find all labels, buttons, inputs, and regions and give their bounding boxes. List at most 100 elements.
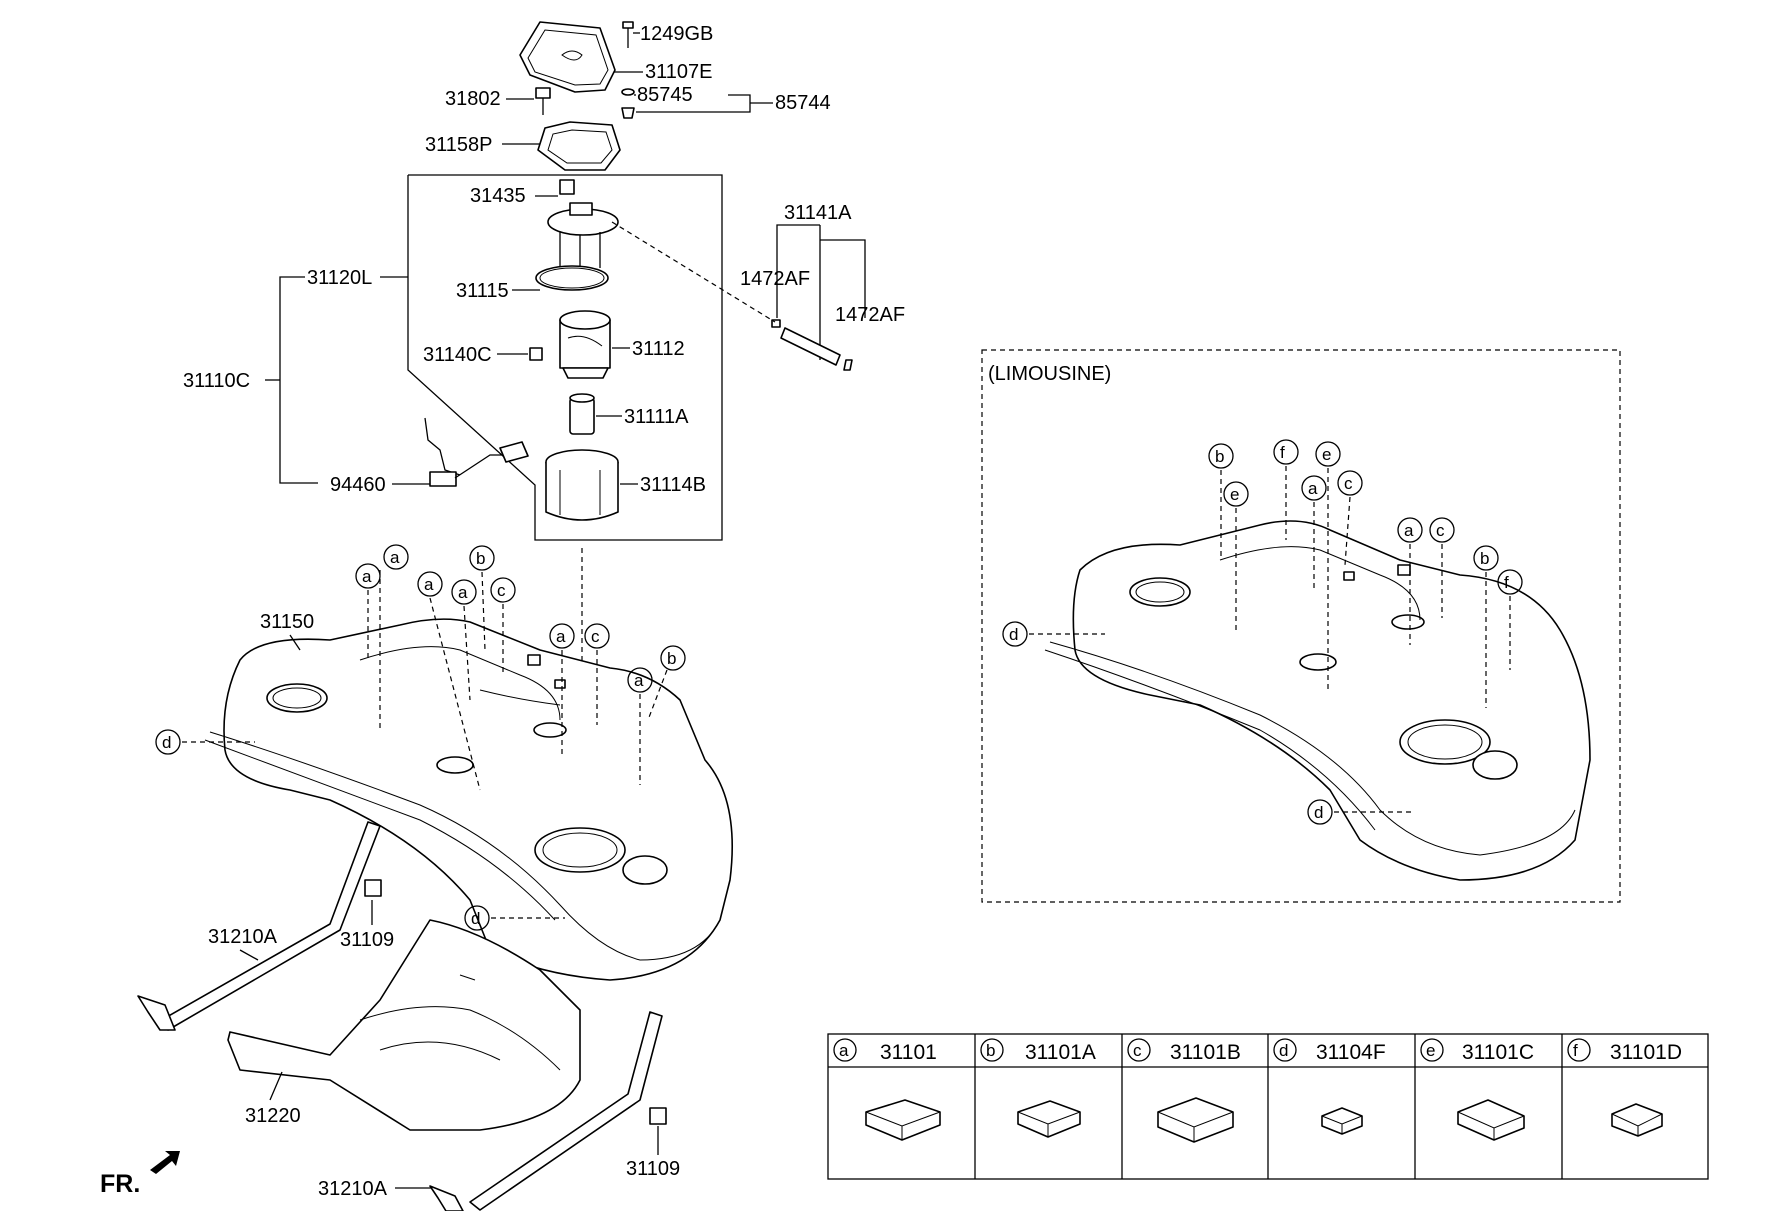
- callout-d-main-bottom: d: [464, 905, 565, 931]
- washer-85745: [621, 88, 635, 96]
- svg-text:b: b: [1215, 447, 1224, 466]
- callout-a-limo-2: a: [1397, 517, 1423, 645]
- limousine-fuel-tank: [1044, 520, 1591, 881]
- block-icon-d: [1321, 1107, 1363, 1135]
- label-31802: 31802: [445, 88, 501, 110]
- label-31210A-lower: 31210A: [318, 1178, 388, 1200]
- svg-text:c: c: [1133, 1041, 1142, 1060]
- fuel-level-sender-94460: [424, 417, 529, 487]
- oring-31115: [535, 265, 609, 291]
- svg-text:e: e: [1230, 485, 1239, 504]
- callout-a-main-4: a: [451, 579, 477, 701]
- legend-part-d: 31104F: [1316, 1041, 1386, 1064]
- label-31111A: 31111A: [624, 406, 689, 428]
- callout-d-main-left: d: [155, 729, 255, 755]
- bolt-1249GB: [622, 21, 634, 48]
- callout-b-main-1: b: [469, 545, 495, 651]
- label-85745: 85745: [637, 84, 693, 106]
- legend-part-b: 31101A: [1025, 1041, 1096, 1064]
- svg-text:a: a: [1404, 521, 1414, 540]
- legend-cell-f: f 31101D: [1567, 1038, 1682, 1137]
- pressure-regulator-31140C: [529, 347, 543, 361]
- fuel-pump-cover-plate: [519, 21, 616, 93]
- bushing-31109-lower: [649, 1107, 667, 1125]
- svg-text:a: a: [458, 583, 468, 602]
- svg-text:b: b: [986, 1041, 995, 1060]
- svg-text:b: b: [476, 549, 485, 568]
- svg-text:b: b: [1480, 549, 1489, 568]
- svg-text:b: b: [667, 649, 676, 668]
- tank-strap-31210A-rear: [137, 821, 381, 1031]
- pump-module-bracket: [407, 174, 723, 541]
- callout-a-main-3: a: [417, 571, 481, 791]
- callout-b-limo-2: b: [1473, 545, 1499, 708]
- label-31210A-upper: 31210A: [208, 926, 278, 948]
- legend-table: [827, 1033, 1709, 1180]
- label-front: FR.: [100, 1170, 140, 1198]
- callout-b-limo-1: b: [1208, 443, 1234, 560]
- front-direction-marker: [150, 1151, 180, 1174]
- label-31435: 31435: [470, 185, 526, 207]
- callout-a-limo-1: a: [1301, 475, 1327, 588]
- callout-d-limo-bottom: d: [1307, 799, 1412, 825]
- svg-text:f: f: [1504, 573, 1509, 592]
- callout-f-limo-2: f: [1497, 569, 1523, 670]
- pump-reservoir-31112: [559, 310, 611, 379]
- callout-d-limo-left: d: [1002, 621, 1105, 647]
- legend-cell-d: d 31104F: [1273, 1038, 1386, 1135]
- callout-a-main-5: a: [549, 623, 575, 755]
- label-31109-upper: 31109: [340, 929, 394, 951]
- svg-text:e: e: [1426, 1041, 1435, 1060]
- callout-a-main-6: a: [627, 667, 653, 785]
- callout-a-main-1: a: [355, 563, 381, 660]
- legend-part-a: 31101: [880, 1041, 937, 1064]
- block-icon-c: [1157, 1097, 1234, 1143]
- block-icon-f: [1611, 1103, 1663, 1137]
- legend-cell-a: a 31101: [833, 1038, 941, 1141]
- callout-c-limo-1: c: [1337, 470, 1363, 566]
- svg-text:a: a: [556, 627, 566, 646]
- svg-text:d: d: [1314, 803, 1323, 822]
- block-icon-a: [865, 1099, 941, 1141]
- bushing-31109-upper: [364, 879, 382, 897]
- legend-part-e: 31101C: [1462, 1041, 1534, 1064]
- limousine-inset-frame: [981, 349, 1621, 903]
- fuel-pump-31111A: [569, 393, 595, 435]
- label-94460: 94460: [330, 474, 386, 496]
- filter-housing-31114B: [545, 449, 619, 521]
- label-31141A: 31141A: [784, 202, 852, 224]
- sender-cap-31435: [559, 179, 575, 195]
- block-icon-b: [1017, 1100, 1081, 1138]
- svg-text:f: f: [1573, 1041, 1578, 1060]
- svg-text:a: a: [839, 1041, 849, 1060]
- callout-e-limo-2: e: [1315, 441, 1341, 690]
- svg-text:c: c: [591, 627, 600, 646]
- legend-part-c: 31101B: [1170, 1041, 1241, 1064]
- callout-c-main-1: c: [490, 577, 516, 675]
- callout-c-limo-2: c: [1429, 517, 1455, 618]
- svg-text:d: d: [162, 733, 171, 752]
- svg-text:c: c: [497, 581, 506, 600]
- svg-text:d: d: [1279, 1041, 1288, 1060]
- block-icon-e: [1457, 1099, 1525, 1141]
- svg-text:d: d: [1009, 625, 1018, 644]
- svg-text:c: c: [1436, 521, 1445, 540]
- legend-cell-c: c 31101B: [1127, 1038, 1241, 1143]
- label-31112: 31112: [632, 338, 685, 360]
- grommet-85744: [621, 107, 635, 119]
- svg-text:c: c: [1344, 474, 1353, 493]
- label-85744: 85744: [775, 92, 831, 114]
- bolt-31802: [535, 87, 551, 115]
- label-1472AF-right: 1472AF: [835, 304, 905, 326]
- callout-a-main-2: a: [379, 544, 409, 730]
- heat-shield-31220: [227, 919, 581, 1131]
- label-1249GB: 1249GB: [640, 23, 713, 45]
- fuel-tank-31150: [204, 618, 733, 981]
- label-31114B: 31114B: [640, 474, 706, 496]
- svg-text:a: a: [424, 575, 434, 594]
- svg-text:f: f: [1280, 443, 1285, 462]
- label-31107E: 31107E: [645, 61, 712, 83]
- callout-b-main-2: b: [647, 645, 686, 721]
- svg-text:e: e: [1322, 445, 1331, 464]
- legend-part-f: 31101D: [1610, 1041, 1682, 1064]
